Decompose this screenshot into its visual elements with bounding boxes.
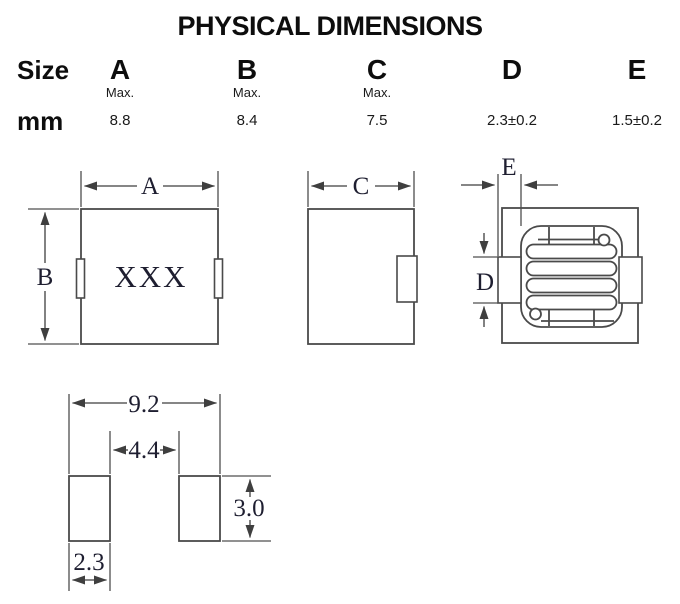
dimension-d-label: D bbox=[476, 269, 494, 296]
dimension-pad-height: 3.0 bbox=[222, 475, 271, 542]
overall-width-label: 9.2 bbox=[128, 391, 159, 418]
wire-end-bottom bbox=[529, 307, 542, 321]
bottom-view-drawing: E D bbox=[461, 154, 643, 344]
column-value-a: 8.8 bbox=[109, 112, 131, 129]
column-letter-a: A bbox=[109, 54, 131, 85]
pad-gap-label: 4.4 bbox=[128, 437, 160, 464]
side-terminal bbox=[396, 255, 418, 303]
winding-coil bbox=[525, 233, 618, 322]
column-value-c: 7.5 bbox=[366, 112, 388, 129]
dimension-b: B bbox=[28, 208, 79, 345]
pad-width-label: 2.3 bbox=[73, 549, 104, 576]
pad-height-label: 3.0 bbox=[233, 495, 264, 522]
column-letter-c: C bbox=[366, 54, 388, 85]
part-marking-text: XXX bbox=[114, 259, 187, 294]
dimension-e: E bbox=[461, 154, 558, 256]
column-letter-d: D bbox=[501, 54, 523, 85]
column-qualifier-b: Max. bbox=[232, 85, 262, 100]
dimension-a: A bbox=[80, 171, 219, 207]
bottom-left-terminal bbox=[497, 256, 522, 304]
size-row-label: Size bbox=[17, 55, 70, 85]
dimension-pad-width: 2.3 bbox=[68, 543, 111, 591]
side-view-drawing: C bbox=[307, 171, 418, 345]
column-letter-b: B bbox=[236, 54, 258, 85]
page-title: PHYSICAL DIMENSIONS bbox=[177, 11, 483, 41]
land-pattern-drawing: 9.2 4.4 3.0 2.3 bbox=[68, 391, 271, 591]
bottom-right-terminal bbox=[618, 256, 643, 304]
dimension-e-label: E bbox=[501, 154, 516, 181]
column-value-b: 8.4 bbox=[236, 112, 258, 129]
dimension-a-label: A bbox=[141, 173, 159, 200]
column-value-e: 1.5±0.2 bbox=[612, 112, 662, 129]
unit-row-label: mm bbox=[17, 106, 64, 136]
dimension-pad-gap: 4.4 bbox=[109, 431, 180, 474]
column-qualifier-c: Max. bbox=[362, 85, 392, 100]
front-body-outline bbox=[80, 208, 219, 345]
core-post-lines bbox=[548, 227, 595, 326]
land-pattern-right-pad bbox=[178, 475, 221, 542]
land-pattern-left-pad bbox=[68, 475, 111, 542]
column-value-d: 2.3±0.2 bbox=[487, 112, 537, 129]
dimension-c: C bbox=[307, 171, 415, 207]
dimension-c-label: C bbox=[353, 173, 370, 200]
dimension-d: D bbox=[473, 233, 498, 327]
dimension-overall-width: 9.2 bbox=[68, 391, 221, 474]
dimension-b-label: B bbox=[37, 264, 54, 291]
front-right-terminal bbox=[213, 258, 224, 299]
front-view-drawing: A B XXX bbox=[28, 171, 224, 345]
wire-end-top bbox=[597, 233, 611, 247]
column-qualifier-a: Max. bbox=[105, 85, 135, 100]
column-letter-e: E bbox=[627, 54, 647, 85]
front-left-terminal bbox=[75, 258, 86, 299]
